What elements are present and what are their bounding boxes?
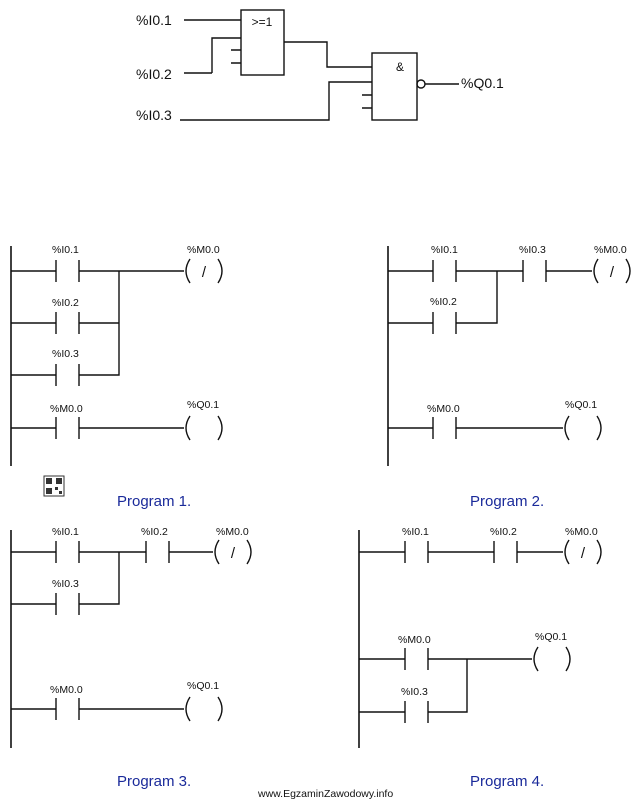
- input-label-i03: %I0.3: [136, 107, 172, 123]
- coil-negation-symbol: /: [231, 545, 236, 562]
- coil-label-m00: %M0.0: [216, 526, 249, 538]
- program-caption: Program 3.: [117, 773, 191, 790]
- contact-label-i02: %I0.2: [430, 296, 457, 308]
- contact-i02: [388, 271, 498, 334]
- coil-label-q01: %Q0.1: [535, 631, 567, 643]
- ladder-program-3: %I0.1 %I0.3 %I0.2 %M0.0 %M0.0 %Q0.1 / Pr…: [10, 526, 252, 790]
- or-gate-symbol: >=1: [252, 15, 273, 29]
- ladder-program-2: %I0.1 %I0.2 %I0.3 %M0.0 %M0.0 %Q0.1 / Pr…: [387, 244, 631, 510]
- contact-label-i02: %I0.2: [141, 526, 168, 538]
- program-caption: Program 2.: [470, 493, 544, 510]
- coil-m00: [185, 258, 223, 284]
- coil-label-m00: %M0.0: [187, 244, 220, 256]
- contacts-series: [359, 541, 563, 563]
- contact-label-i03: %I0.3: [52, 578, 79, 590]
- coil-m00: [214, 539, 252, 565]
- coil-label-q01: %Q0.1: [187, 680, 219, 692]
- coil-label-m00: %M0.0: [594, 244, 627, 256]
- contact-m00: [11, 417, 184, 439]
- contact-label-m00: %M0.0: [50, 684, 83, 696]
- and-gate-wiring: [180, 41, 459, 121]
- footer-watermark: www.EgzaminZawodowy.info: [257, 788, 393, 800]
- contact-label-i01: %I0.1: [402, 526, 429, 538]
- coil-q01: [533, 646, 571, 672]
- coil-q01: [564, 415, 602, 441]
- coil-label-q01: %Q0.1: [187, 399, 219, 411]
- coil-m00: [593, 258, 631, 284]
- ladder-program-1: %I0.1 %I0.2 %I0.3 %M0.0 %M0.0 %Q0.1 / Pr…: [10, 244, 223, 510]
- contact-label-i01: %I0.1: [52, 526, 79, 538]
- program-caption: Program 1.: [117, 493, 191, 510]
- or-gate-inputs: [184, 19, 241, 73]
- program-caption: Program 4.: [470, 773, 544, 790]
- contact-m00: [388, 417, 563, 439]
- contact-i01: [11, 260, 184, 282]
- coil-m00: [564, 539, 602, 565]
- contact-i03: [11, 552, 120, 615]
- contact-label-i01: %I0.1: [431, 244, 458, 256]
- contact-label-i03: %I0.3: [519, 244, 546, 256]
- negation-circle: [416, 79, 426, 89]
- coil-negation-symbol: /: [202, 264, 207, 281]
- coil-label-q01: %Q0.1: [565, 399, 597, 411]
- contact-label-i02: %I0.2: [490, 526, 517, 538]
- coil-negation-symbol: /: [581, 545, 586, 562]
- contact-i02: [11, 312, 119, 334]
- contact-label-i03: %I0.3: [401, 686, 428, 698]
- and-gate-symbol: &: [396, 60, 404, 74]
- coil-q01: [185, 415, 223, 441]
- contact-i03: [11, 271, 120, 386]
- contact-m00: [359, 648, 532, 670]
- coil-label-m00: %M0.0: [565, 526, 598, 538]
- qr-code-icon: [43, 475, 65, 497]
- coil-negation-symbol: /: [610, 264, 615, 281]
- contact-label-i02: %I0.2: [52, 297, 79, 309]
- contact-label-i03: %I0.3: [52, 348, 79, 360]
- contact-label-m00: %M0.0: [427, 403, 460, 415]
- ladder-program-4: %I0.1 %I0.2 %M0.0 %M0.0 %I0.3 %Q0.1 / Pr…: [358, 526, 602, 790]
- output-label-q01: %Q0.1: [461, 75, 504, 91]
- coil-q01: [185, 696, 223, 722]
- and-gate: [371, 52, 418, 121]
- input-label-i01: %I0.1: [136, 12, 172, 28]
- logic-diagram: %I0.1 %I0.2 %I0.3 >=1 & %Q0.1: [136, 9, 504, 123]
- contact-label-i01: %I0.1: [52, 244, 79, 256]
- contact-label-m00: %M0.0: [398, 634, 431, 646]
- contact-m00: [11, 698, 184, 720]
- contact-i03: [359, 659, 468, 723]
- contacts-series: [11, 541, 213, 563]
- contact-label-m00: %M0.0: [50, 403, 83, 415]
- input-label-i02: %I0.2: [136, 66, 172, 82]
- contacts-series: [388, 260, 592, 282]
